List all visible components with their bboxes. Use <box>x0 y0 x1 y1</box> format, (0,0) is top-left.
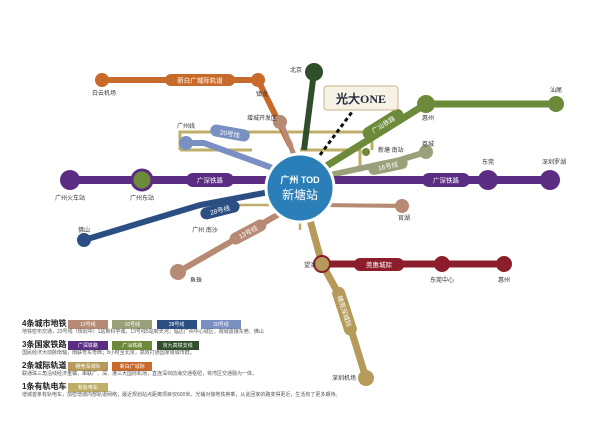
station-guangzhou-east: 广州东站 <box>130 194 154 202</box>
guangshan-line <box>316 100 560 174</box>
guanhu-branch <box>319 203 403 208</box>
legend-rail-desc: 国民经济大动脉南轴，南联粤东粤西；8小时至北京，高效打通国家级城市群。 <box>22 350 195 356</box>
station-nansha: 广州 南沙 <box>192 226 218 234</box>
guangshen-label-e: 广深铁路 <box>433 176 460 185</box>
legend-rail: 3条国家铁路 广深铁路 广汕铁路 京九高铁支线 国民经济大动脉南轴，南联粤东粤西… <box>22 339 362 357</box>
station-huizhou-s: 惠州 <box>498 276 510 284</box>
xinbai-label: 新白广城际轨道 <box>177 76 223 85</box>
station-guanhu: 官湖 <box>398 214 410 222</box>
chip-xinbai: 新白广城际 <box>112 362 153 371</box>
legend-intercity-desc: 联通珠三角沿线经济重镇，串联广、深、港三大国际机场，直连深圳前海交通枢纽，将湾区… <box>22 371 258 377</box>
station-guangzhou-line: 广州线 <box>177 122 195 130</box>
legend-tram-title: 1条有轨电车 <box>22 382 67 391</box>
brand-logo: 光大ONE <box>323 85 399 111</box>
legend-tram-desc: 增城首条有轨电车，加密增城内部轨道网络；最近规划站点距离项目仅600米。光铺对接… <box>22 392 341 398</box>
legend-rail-title: 3条国家铁路 <box>22 340 67 349</box>
chip-suishen: 穗莞深城际 <box>67 362 108 371</box>
chip-guangshan: 广汕铁路 <box>112 341 153 350</box>
xinbai-line <box>99 77 293 148</box>
legend-metro-title: 4条城市地铁 <box>22 319 67 328</box>
project-link <box>318 111 354 156</box>
station-guangzhou-station: 广州火车站 <box>55 194 85 202</box>
legend-intercity: 2条城际轨道 穗莞深城际 新白广城际 联通珠三角沿线经济重镇，串联广、深、港三大… <box>22 360 362 378</box>
station-wangniudun: 望洪 <box>304 261 316 269</box>
chip-tram: 有轨电车 <box>67 383 108 392</box>
suishen-line <box>306 216 370 382</box>
station-markers <box>60 63 564 386</box>
hub-title: 广州 TOD <box>280 174 320 185</box>
legend-intercity-title: 2条城际轨道 <box>22 361 67 370</box>
beijing-line <box>301 71 317 151</box>
legend-metro-desc: 地铁密布交通，23号线（规划中）1站到科学城，13号线5站到天河；辐达广州中心城… <box>22 329 264 335</box>
station-dongguan-center: 东莞中心 <box>430 276 454 284</box>
station-beijing: 北京 <box>290 66 302 74</box>
chip-line16: 16号线 <box>112 320 153 329</box>
legend-metro: 4条城市地铁 13号线 16号线 28号线 20号线 地铁密布交通，23号线（规… <box>22 318 362 336</box>
legend: 4条城市地铁 13号线 16号线 28号线 20号线 地铁密布交通，23号线（规… <box>22 318 362 402</box>
station-huizhou-n: 惠州 <box>422 114 434 122</box>
hub-circle <box>264 152 336 224</box>
station-dongguan: 东莞 <box>482 158 494 166</box>
chip-guangshen: 广深铁路 <box>67 341 108 350</box>
station-xintang-south: 新塘 南站 <box>378 146 404 154</box>
legend-tram: 1条有轨电车 有轨电车 增城首条有轨电车，加密增城内部轨道网络；最近规划站点距离… <box>22 381 362 399</box>
brand-name: 光大ONE <box>335 91 386 106</box>
chip-jingjiu: 京九高铁支线 <box>156 341 199 350</box>
hub-station: 新塘站 <box>282 187 318 202</box>
station-shanwei: 汕尾 <box>550 86 562 94</box>
chip-line13: 13号线 <box>67 320 108 329</box>
station-yuzhu: 鱼珠 <box>190 276 202 284</box>
chip-line20: 20号线 <box>201 320 242 329</box>
station-baiyun: 白云机场 <box>92 89 116 97</box>
guangshen-label-w: 广深铁路 <box>197 176 224 185</box>
chip-line28: 28号线 <box>156 320 197 329</box>
station-licheng: 荔城 <box>422 140 434 148</box>
station-shenzhen-airport: 深圳机场 <box>332 374 356 382</box>
line20 <box>183 140 281 173</box>
station-shenzhen-luohu: 深圳罗湖 <box>542 158 566 166</box>
station-zhenlong: 镇龙 <box>256 90 268 98</box>
station-foshan: 佛山 <box>78 226 90 234</box>
guanhui-label: 莞惠城际 <box>366 260 393 269</box>
line28 <box>81 187 283 243</box>
station-zengcheng-dev: 增城开发区 <box>247 114 277 122</box>
